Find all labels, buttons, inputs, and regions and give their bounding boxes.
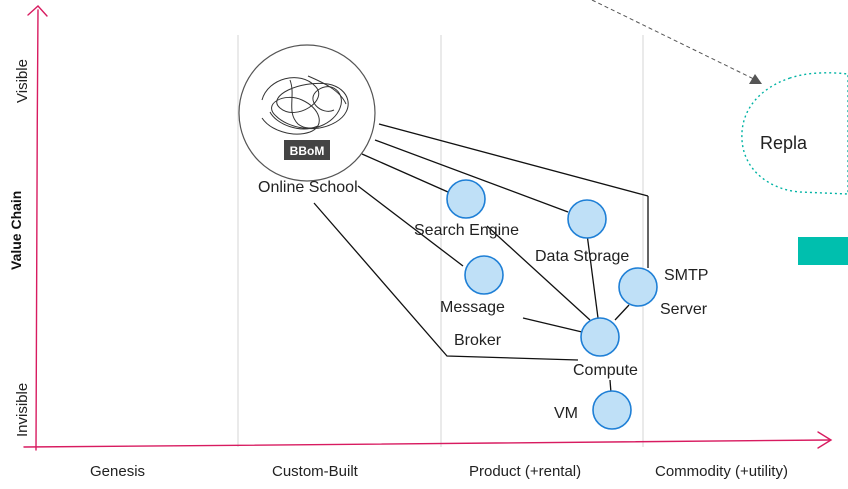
bbom-badge-text: BBoM	[290, 144, 325, 158]
compute-node	[580, 317, 620, 357]
link-online-school-compute	[313, 202, 579, 361]
accent-block	[798, 237, 848, 265]
smtp-server-label-line2: Server	[660, 301, 708, 318]
compute-label: Compute	[573, 362, 638, 379]
y-axis-invisible-label: Invisible	[14, 383, 31, 437]
data-storage-node	[567, 199, 607, 239]
x-axis-arrow	[817, 431, 833, 449]
message-broker-label-line1: Message	[440, 299, 505, 316]
y-axis-visible-label: Visible	[14, 59, 31, 103]
search-engine-label: Search Engine	[414, 222, 519, 239]
stage-custom-built-label: Custom-Built	[272, 463, 359, 480]
stage-genesis-label: Genesis	[90, 463, 145, 480]
message-broker-label-line2: Broker	[454, 332, 502, 349]
online-school-node	[238, 44, 376, 182]
replacement-arrow-line	[591, 0, 761, 83]
link-smtp-compute	[614, 304, 630, 321]
replace-cloud	[741, 72, 848, 195]
vm-node	[592, 390, 632, 430]
replacement-arrow-head	[749, 74, 762, 84]
link-data-storage-compute	[586, 233, 599, 319]
big-ball-of-mud-icon	[261, 75, 349, 135]
search-engine-node	[446, 179, 486, 219]
message-broker-node	[464, 255, 504, 295]
stage-commodity-label: Commodity (+utility)	[655, 463, 788, 480]
link-online-school-message-broker	[357, 185, 464, 267]
y-axis-title: Value Chain	[8, 191, 24, 270]
link-online-school-data-storage	[374, 139, 569, 213]
online-school-label: Online School	[258, 179, 358, 196]
bbom-badge	[284, 140, 330, 160]
smtp-server-label-line1: SMTP	[664, 267, 708, 284]
link-online-school-search-engine	[361, 153, 449, 193]
y-axis-arrow	[27, 5, 48, 17]
x-axis	[23, 439, 831, 448]
link-search-engine-compute	[486, 225, 591, 321]
stage-product-label: Product (+rental)	[469, 463, 581, 480]
vm-label: VM	[554, 405, 578, 422]
replace-label: Repla	[760, 133, 808, 153]
link-message-broker-compute	[522, 317, 583, 333]
link-online-school-smtp-a	[378, 123, 649, 197]
data-storage-label: Data Storage	[535, 248, 629, 265]
y-axis	[35, 9, 39, 451]
smtp-server-node	[618, 267, 658, 307]
